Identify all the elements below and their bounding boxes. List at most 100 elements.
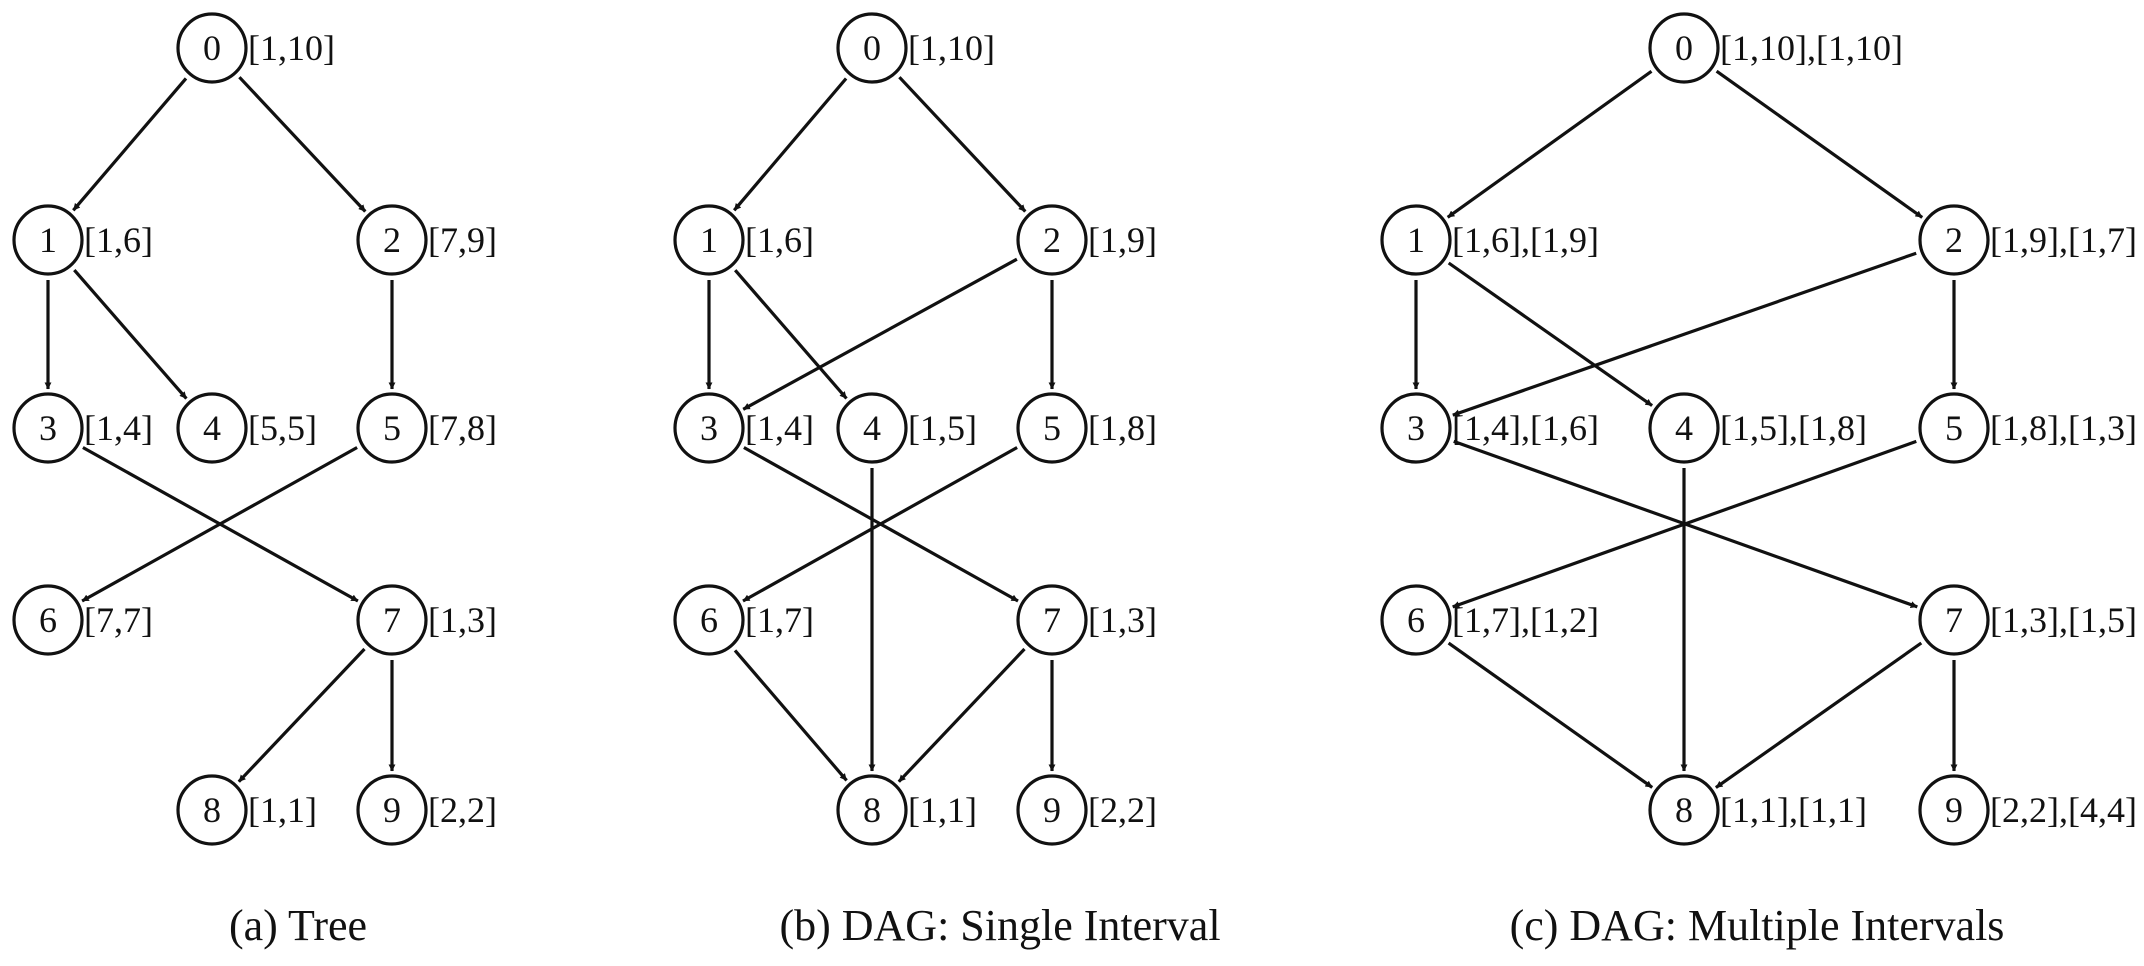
edge-7-to-8 [1714,641,1923,789]
edge-0-to-2 [238,76,367,213]
edge-6-to-8 [733,649,848,782]
node-5: 5[1,8],[1,3] [1918,392,2137,464]
edge-7-to-8 [897,647,1026,783]
edge-7-to-8 [237,647,366,783]
node-id: 1 [700,220,718,260]
node-4: 4 [5,5] [176,392,317,464]
edge-1-to-4 [1447,261,1654,407]
panel-dag-single-interval: 0[1,10]1[1,6]2[1,9]3[1,4]4[1,5]5[1,8]6[1… [673,12,1221,950]
node-id: 5 [1043,408,1061,448]
node-interval-label: [1,3] [1088,600,1157,640]
node-id: 6 [1407,600,1425,640]
node-id: 7 [383,600,401,640]
edge-0-to-2 [898,76,1027,213]
node-id: 6 [39,600,57,640]
node-4: 4[1,5],[1,8] [1648,392,1867,464]
node-id: 2 [1043,220,1061,260]
node-circle [356,392,428,464]
edge-1-to-4 [73,269,188,400]
panel-caption: (a) Tree [229,901,367,950]
node-circle [673,584,745,656]
node-1: 1 [1,6],[1,9] [1380,204,1599,276]
node-id: 4 [203,408,221,448]
node-interval-label: [2,2] [1088,790,1157,830]
node-id: 4 [863,408,881,448]
node-interval-label: [7,9] [428,220,497,260]
node-6: 6[7,7] [12,584,153,656]
node-id: 5 [383,408,401,448]
node-8: 8[1,1] [176,774,317,846]
node-0: 0[1,10] [176,12,335,84]
node-interval-label: [1,7],[1,2] [1452,600,1599,640]
node-circle [176,774,248,846]
node-id: 8 [1675,790,1693,830]
node-interval-label: [2,2] [428,790,497,830]
nodes-layer: 0[1,10],[1,10]1[1,6],[1,9]2[1,9],[1,7]3[… [1380,12,2137,846]
node-interval-label: [1,10] [908,28,995,68]
nodes-layer: 0[1,10]1[1,6]2[1,9]3[1,4]4[1,5]5[1,8]6[1… [673,12,1157,846]
node-id: 7 [1043,600,1061,640]
node-circle [1380,584,1452,656]
edges-layer [44,76,396,783]
node-id: 6 [700,600,718,640]
edge-5-to-6 [742,446,1018,603]
node-id: 0 [863,28,881,68]
edge-0-to-2 [1715,69,1924,219]
node-circle [836,774,908,846]
node-id: 2 [1945,220,1963,260]
node-circle [12,392,84,464]
node-9: 9[2,2] [1016,774,1157,846]
node-circle [1380,204,1452,276]
node-8: 8[1,1],[1,1] [1648,774,1867,846]
node-5: 5[7,8] [356,392,497,464]
edge-2-to-3 [742,257,1018,411]
node-interval-label: [1,3] [428,600,497,640]
node-0: 0 [1,10] [836,12,995,84]
node-4: 4 [1,5] [836,392,977,464]
node-id: 3 [700,408,718,448]
node-interval-label: [1,8] [1088,408,1157,448]
node-circle [1016,774,1088,846]
node-7: 7 [1,3] [1016,584,1157,656]
node-interval-label: [2,2],[4,4] [1990,790,2137,830]
node-9: 9[2,2] [356,774,497,846]
node-circle [836,392,908,464]
node-interval-label: [1,6] [745,220,814,260]
node-circle [1016,584,1088,656]
node-circle [1648,392,1720,464]
edge-0-to-1 [1446,69,1653,219]
node-interval-label: [1,10] [248,28,335,68]
node-id: 3 [1407,408,1425,448]
edge-1-to-4 [733,269,848,400]
node-circle [176,12,248,84]
panel-caption: (b) DAG: Single Interval [779,901,1220,950]
node-interval-label: [1,6],[1,9] [1452,220,1599,260]
node-id: 8 [863,790,881,830]
node-circle [12,584,84,656]
node-id: 4 [1675,408,1693,448]
node-id: 1 [1407,220,1425,260]
edges-layer [1412,69,1958,789]
node-circle [1380,392,1452,464]
node-2: 2[1,9],[1,7] [1918,204,2137,276]
node-2: 2[7,9] [356,204,497,276]
node-interval-label: [1,4] [745,408,814,448]
node-circle [673,204,745,276]
node-interval-label: [1,4],[1,6] [1452,408,1599,448]
node-3: 3 [1,4] [673,392,814,464]
node-3: 3[1,4] [12,392,153,464]
node-interval-label: [5,5] [248,408,317,448]
edges-layer [705,76,1056,783]
panel-tree: 0[1,10]1[1,6]2[7,9]3[1,4]4[5,5]5[7,8]6[7… [12,12,497,950]
node-interval-label: [1,5] [908,408,977,448]
edge-6-to-8 [1447,641,1654,789]
node-7: 7 [1,3] [356,584,497,656]
node-circle [1648,774,1720,846]
node-circle [1016,204,1088,276]
node-interval-label: [1,6] [84,220,153,260]
node-circle [1918,774,1990,846]
node-1: 1 [1,6] [673,204,814,276]
node-circle [1648,12,1720,84]
edge-5-to-6 [1452,439,1917,609]
node-id: 1 [39,220,57,260]
